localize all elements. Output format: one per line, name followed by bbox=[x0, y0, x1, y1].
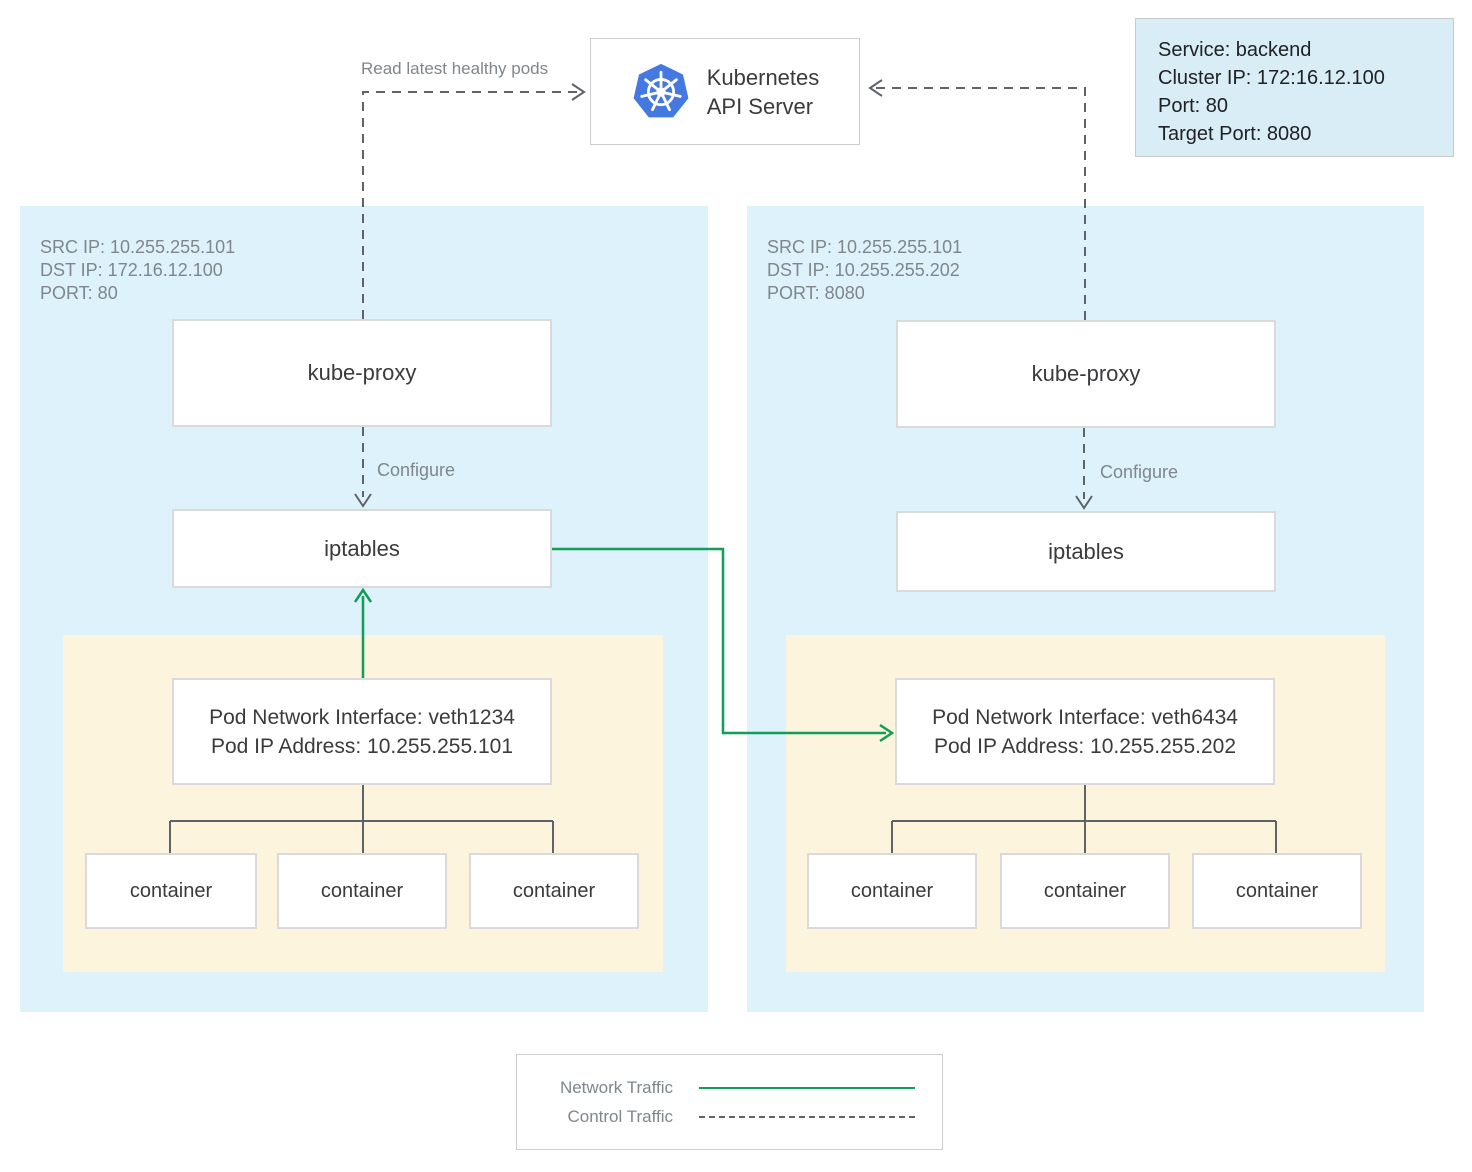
node-right-header: SRC IP: 10.255.255.101 DST IP: 10.255.25… bbox=[767, 236, 962, 305]
control-traffic-label: Control Traffic bbox=[567, 1106, 673, 1126]
read-latest-healthy-pods-label: Read latest healthy pods bbox=[361, 59, 549, 78]
legend-box: Network Traffic Control Traffic bbox=[516, 1054, 943, 1150]
iptables-box-right: iptables bbox=[896, 511, 1276, 592]
container-box: container bbox=[1192, 853, 1362, 929]
port-text: PORT: 80 bbox=[40, 283, 118, 303]
service-info-card: Service: backend Cluster IP: 172:16.12.1… bbox=[1135, 18, 1454, 157]
service-target-port: Target Port: 8080 bbox=[1158, 123, 1312, 145]
pod-network-interface-text: Pod Network Interface: veth1234 bbox=[209, 705, 515, 729]
service-port: Port: 80 bbox=[1158, 95, 1229, 117]
pod-network-interface-box-right: Pod Network Interface: veth6434 Pod IP A… bbox=[895, 678, 1275, 785]
dst-ip-text: DST IP: 172.16.12.100 bbox=[40, 260, 223, 280]
pod-ip-address-text: Pod IP Address: 10.255.255.101 bbox=[210, 734, 514, 758]
dst-ip-text: DST IP: 10.255.255.202 bbox=[767, 260, 960, 280]
src-ip-text: SRC IP: 10.255.255.101 bbox=[40, 237, 236, 257]
service-cluster-ip: Cluster IP: 172:16.12.100 bbox=[1158, 67, 1385, 89]
pod-ip-address-text: Pod IP Address: 10.255.255.202 bbox=[933, 734, 1237, 758]
kubernetes-helm-icon bbox=[633, 63, 689, 117]
arrowhead-left-icon bbox=[868, 79, 883, 97]
port-text: PORT: 8080 bbox=[767, 283, 865, 303]
container-box: container bbox=[277, 853, 447, 929]
container-box: container bbox=[85, 853, 257, 929]
iptables-box-left: iptables bbox=[172, 509, 552, 588]
node-left-header: SRC IP: 10.255.255.101 DST IP: 172.16.12… bbox=[40, 236, 235, 305]
api-server-label: Kubernetes API Server bbox=[706, 64, 820, 119]
arrowhead-right-icon bbox=[571, 83, 586, 101]
network-traffic-line-sample bbox=[699, 1086, 915, 1089]
service-name: Service: backend bbox=[1158, 39, 1312, 61]
container-box: container bbox=[807, 853, 977, 929]
api-server-box: Kubernetes API Server bbox=[590, 38, 860, 145]
kube-proxy-box-left: kube-proxy bbox=[172, 319, 552, 427]
configure-label-left: Configure bbox=[377, 460, 456, 480]
src-ip-text: SRC IP: 10.255.255.101 bbox=[767, 237, 963, 257]
container-box: container bbox=[469, 853, 639, 929]
legend-row-network: Network Traffic bbox=[517, 1078, 942, 1098]
configure-label-right: Configure bbox=[1100, 462, 1179, 482]
control-traffic-line-sample bbox=[699, 1115, 915, 1118]
network-traffic-label: Network Traffic bbox=[559, 1077, 673, 1097]
pod-network-interface-text: Pod Network Interface: veth6434 bbox=[932, 705, 1238, 729]
container-box: container bbox=[1000, 853, 1170, 929]
pod-network-interface-box-left: Pod Network Interface: veth1234 Pod IP A… bbox=[172, 678, 552, 785]
legend-row-control: Control Traffic bbox=[517, 1107, 942, 1127]
kube-proxy-box-right: kube-proxy bbox=[896, 320, 1276, 428]
